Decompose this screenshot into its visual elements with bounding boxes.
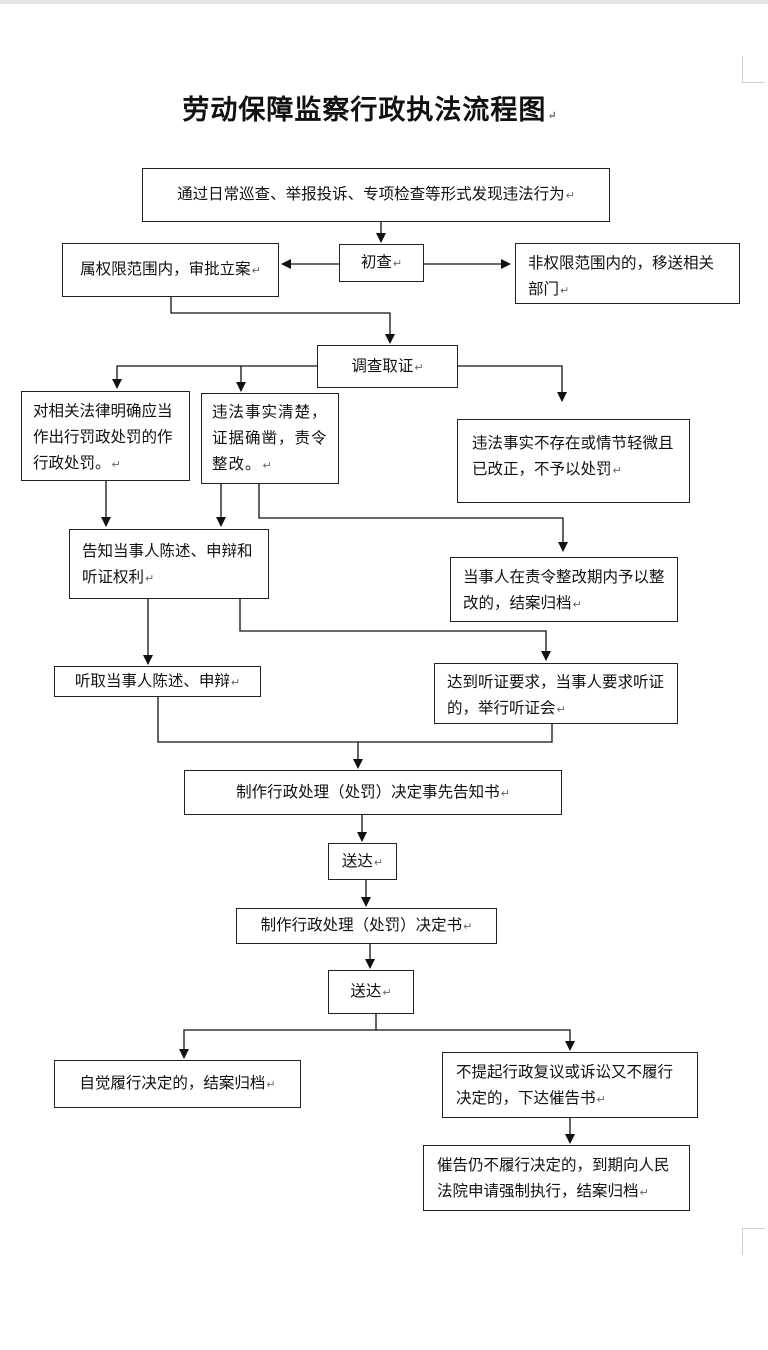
page-corner-mark-top [742,56,765,83]
discover-violation-box: 通过日常巡查、举报投诉、专项检查等形式发现违法行为↵ [142,168,610,222]
prior-notice-box: 制作行政处理（处罚）决定事先告知书↵ [184,770,562,815]
clear-law-box: 对相关法律明确应当作出行罚政处罚的作行政处罚。↵ [21,391,190,481]
preliminary-check-box: 初查↵ [339,244,424,282]
no-violation-box: 违法事实不存在或情节轻微且已改正，不予以处罚↵ [457,419,690,503]
deliver-box-1: 送达↵ [328,843,397,880]
no-appeal-box: 不提起行政复议或诉讼又不履行决定的，下达催告书↵ [442,1052,698,1118]
inform-rights-box: 告知当事人陈述、申辩和听证权利↵ [69,529,269,599]
flowchart-title: 劳动保障监察行政执法流程图↵ [182,95,558,126]
rectified-archive-box: 当事人在责令整改期内予以整改的，结案归档↵ [450,557,678,622]
hear-statement-box: 听取当事人陈述、申辩↵ [54,666,261,697]
hearing-box: 达到听证要求，当事人要求听证的，举行听证会↵ [434,663,678,724]
investigate-box: 调查取证↵ [317,345,458,388]
out-of-scope-box: 非权限范围内的，移送相关部门↵ [515,243,740,304]
deliver-box-2: 送达↵ [328,970,414,1014]
in-scope-box: 属权限范围内，审批立案↵ [62,243,279,297]
decision-box: 制作行政处理（处罚）决定书↵ [236,908,497,944]
enforce-box: 催告仍不履行决定的，到期向人民法院申请强制执行，结案归档↵ [423,1145,690,1211]
facts-clear-box: 违法事实清楚，证据确凿，责令整改。↵ [201,393,339,484]
voluntary-archive-box: 自觉履行决定的，结案归档↵ [54,1060,301,1108]
top-bar [0,0,768,4]
page-corner-mark-bottom [742,1228,765,1255]
